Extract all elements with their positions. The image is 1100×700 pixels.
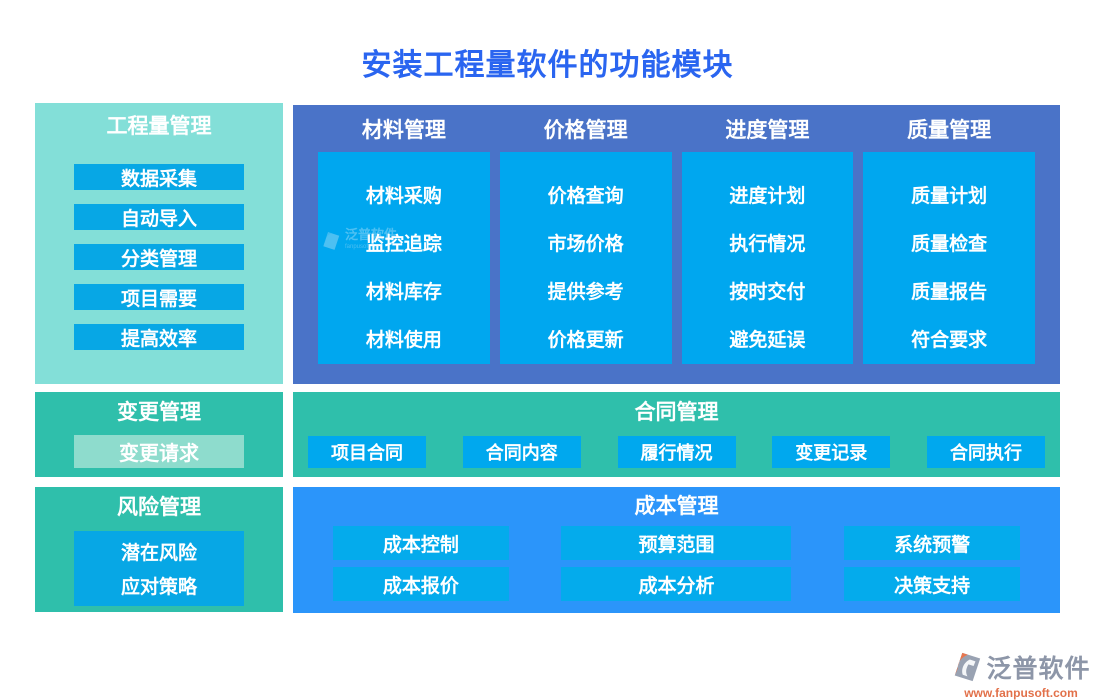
schedule-group-title: 进度管理 bbox=[725, 119, 810, 142]
material-group-title: 材料管理 bbox=[361, 119, 446, 142]
cost-item-button[interactable]: 系统预警 bbox=[844, 526, 1021, 560]
price-item-label: 价格查询 bbox=[547, 185, 624, 207]
quality-item-label: 质量报告 bbox=[911, 281, 988, 303]
quantity-panel-title: 工程量管理 bbox=[106, 115, 212, 138]
change-request-button[interactable]: 变更请求 bbox=[74, 435, 244, 468]
panel-change-management: 变更管理 变更请求 bbox=[35, 392, 283, 477]
cost-item-button[interactable]: 成本报价 bbox=[332, 567, 509, 601]
schedule-item-label: 执行情况 bbox=[729, 233, 806, 255]
price-group-title: 价格管理 bbox=[543, 119, 628, 142]
panel-risk-management: 风险管理 潜在风险 应对策略 bbox=[35, 487, 283, 612]
cost-item-button[interactable]: 预算范围 bbox=[561, 526, 792, 560]
price-item-label: 价格更新 bbox=[547, 329, 624, 351]
change-panel-title: 变更管理 bbox=[117, 401, 201, 424]
risk-item-label: 应对策略 bbox=[120, 577, 197, 598]
panel-module-groups: 材料管理 材料采购 监控追踪 材料库存 材料使用 价格管理 价格查询 市场价格 … bbox=[293, 105, 1060, 384]
contract-item-button[interactable]: 履行情况 bbox=[617, 436, 736, 468]
contract-panel-title: 合同管理 bbox=[634, 401, 719, 424]
material-item-label: 材料库存 bbox=[365, 281, 442, 303]
risk-items-box: 潜在风险 应对策略 bbox=[74, 531, 244, 606]
group-quality-management: 质量管理 质量计划 质量检查 质量报告 符合要求 bbox=[863, 105, 1035, 384]
schedule-item-label: 避免延误 bbox=[729, 329, 806, 351]
quantity-item-button[interactable]: 项目需要 bbox=[74, 284, 244, 310]
schedule-item-label: 进度计划 bbox=[729, 185, 806, 207]
price-item-label: 提供参考 bbox=[547, 281, 624, 303]
quality-item-label: 质量检查 bbox=[911, 233, 988, 255]
panel-contract-management: 合同管理 项目合同 合同内容 履行情况 变更记录 合同执行 bbox=[293, 392, 1060, 477]
cost-item-button[interactable]: 决策支持 bbox=[844, 567, 1021, 601]
panel-cost-management: 成本管理 成本控制 预算范围 系统预警 成本报价 成本分析 决策支持 bbox=[293, 487, 1060, 613]
cost-item-button[interactable]: 成本控制 bbox=[332, 526, 509, 560]
page-title: 安装工程量软件的功能模块 bbox=[361, 49, 734, 82]
footer-url-text: www.fanpusoft.com bbox=[964, 686, 1078, 700]
group-price-management: 价格管理 价格查询 市场价格 提供参考 价格更新 bbox=[499, 105, 672, 384]
contract-button-row: 项目合同 合同内容 履行情况 变更记录 合同执行 bbox=[293, 436, 1060, 468]
quantity-item-button[interactable]: 数据采集 bbox=[74, 164, 244, 190]
quantity-button-list: 数据采集 自动导入 分类管理 项目需要 提高效率 bbox=[35, 164, 283, 350]
quality-group-title: 质量管理 bbox=[907, 119, 992, 142]
price-items-card: 价格查询 市场价格 提供参考 价格更新 bbox=[499, 152, 672, 364]
fanpu-logo-icon bbox=[955, 652, 981, 682]
cost-panel-title: 成本管理 bbox=[634, 495, 719, 518]
material-item-label: 监控追踪 bbox=[365, 233, 442, 255]
quantity-item-button[interactable]: 提高效率 bbox=[74, 324, 244, 350]
schedule-items-card: 进度计划 执行情况 按时交付 避免延误 bbox=[681, 152, 854, 364]
material-items-card: 材料采购 监控追踪 材料库存 材料使用 bbox=[318, 152, 490, 364]
material-item-label: 材料采购 bbox=[365, 185, 442, 207]
footer-brand-block: 泛普软件 www.fanpusoft.com bbox=[945, 649, 1097, 700]
footer-brand-text: 泛普软件 bbox=[986, 655, 1091, 683]
material-item-label: 材料使用 bbox=[365, 329, 442, 351]
quality-item-label: 符合要求 bbox=[911, 329, 988, 351]
contract-item-button[interactable]: 变更记录 bbox=[772, 436, 891, 468]
contract-item-button[interactable]: 合同内容 bbox=[462, 436, 581, 468]
schedule-item-label: 按时交付 bbox=[729, 281, 806, 303]
group-material-management: 材料管理 材料采购 监控追踪 材料库存 材料使用 bbox=[318, 105, 490, 384]
contract-item-button[interactable]: 项目合同 bbox=[308, 436, 426, 468]
quality-item-label: 质量计划 bbox=[911, 185, 988, 207]
panel-quantity-management: 工程量管理 数据采集 自动导入 分类管理 项目需要 提高效率 bbox=[35, 103, 283, 384]
risk-panel-title: 风险管理 bbox=[117, 496, 201, 519]
price-item-label: 市场价格 bbox=[547, 233, 624, 255]
quantity-item-button[interactable]: 分类管理 bbox=[74, 244, 244, 270]
risk-item-label: 潜在风险 bbox=[120, 543, 197, 564]
cost-button-grid: 成本控制 预算范围 系统预警 成本报价 成本分析 决策支持 bbox=[293, 526, 1060, 601]
cost-item-button[interactable]: 成本分析 bbox=[561, 567, 792, 601]
quality-items-card: 质量计划 质量检查 质量报告 符合要求 bbox=[863, 152, 1035, 364]
group-schedule-management: 进度管理 进度计划 执行情况 按时交付 避免延误 bbox=[681, 105, 854, 384]
contract-item-button[interactable]: 合同执行 bbox=[927, 436, 1045, 468]
quantity-item-button[interactable]: 自动导入 bbox=[74, 204, 244, 230]
